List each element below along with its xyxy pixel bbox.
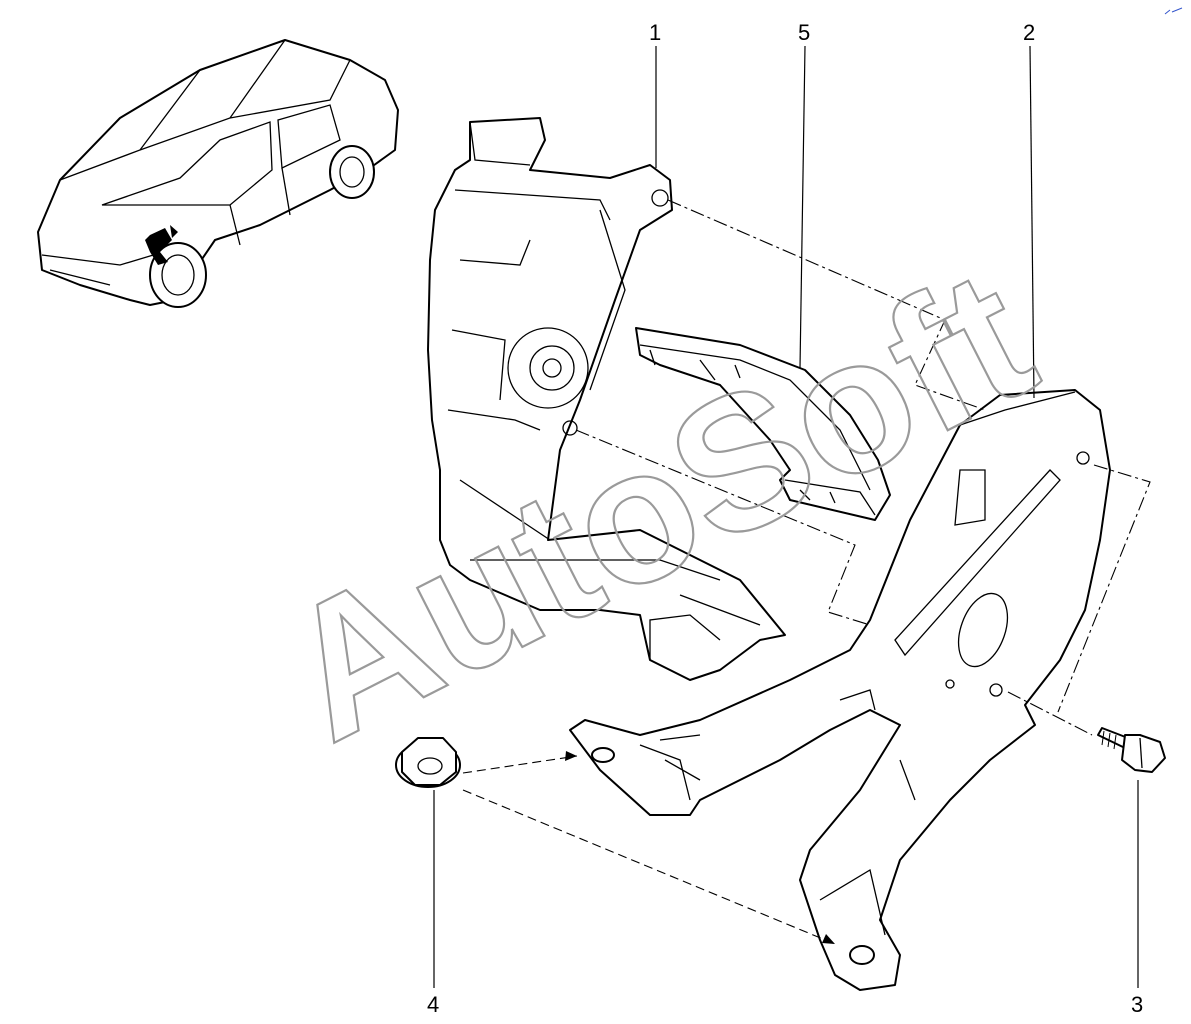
assembly-lines <box>462 199 1151 945</box>
callout-number-1: 1 <box>649 20 661 45</box>
callout-number-2: 2 <box>1023 20 1035 45</box>
callout-number-4: 4 <box>427 992 439 1017</box>
pedal-module-part <box>427 117 786 681</box>
callout-number-3: 3 <box>1131 992 1143 1017</box>
mounting-bracket-part <box>569 389 1111 991</box>
leader-lines <box>433 45 1139 988</box>
bolt-part <box>1097 727 1166 773</box>
callout-number-5: 5 <box>798 20 810 45</box>
pedal-pad-part <box>635 327 891 521</box>
flange-nut-part <box>395 737 461 788</box>
car-locator-icon <box>37 39 399 308</box>
corner-mark-icon <box>1164 7 1183 15</box>
